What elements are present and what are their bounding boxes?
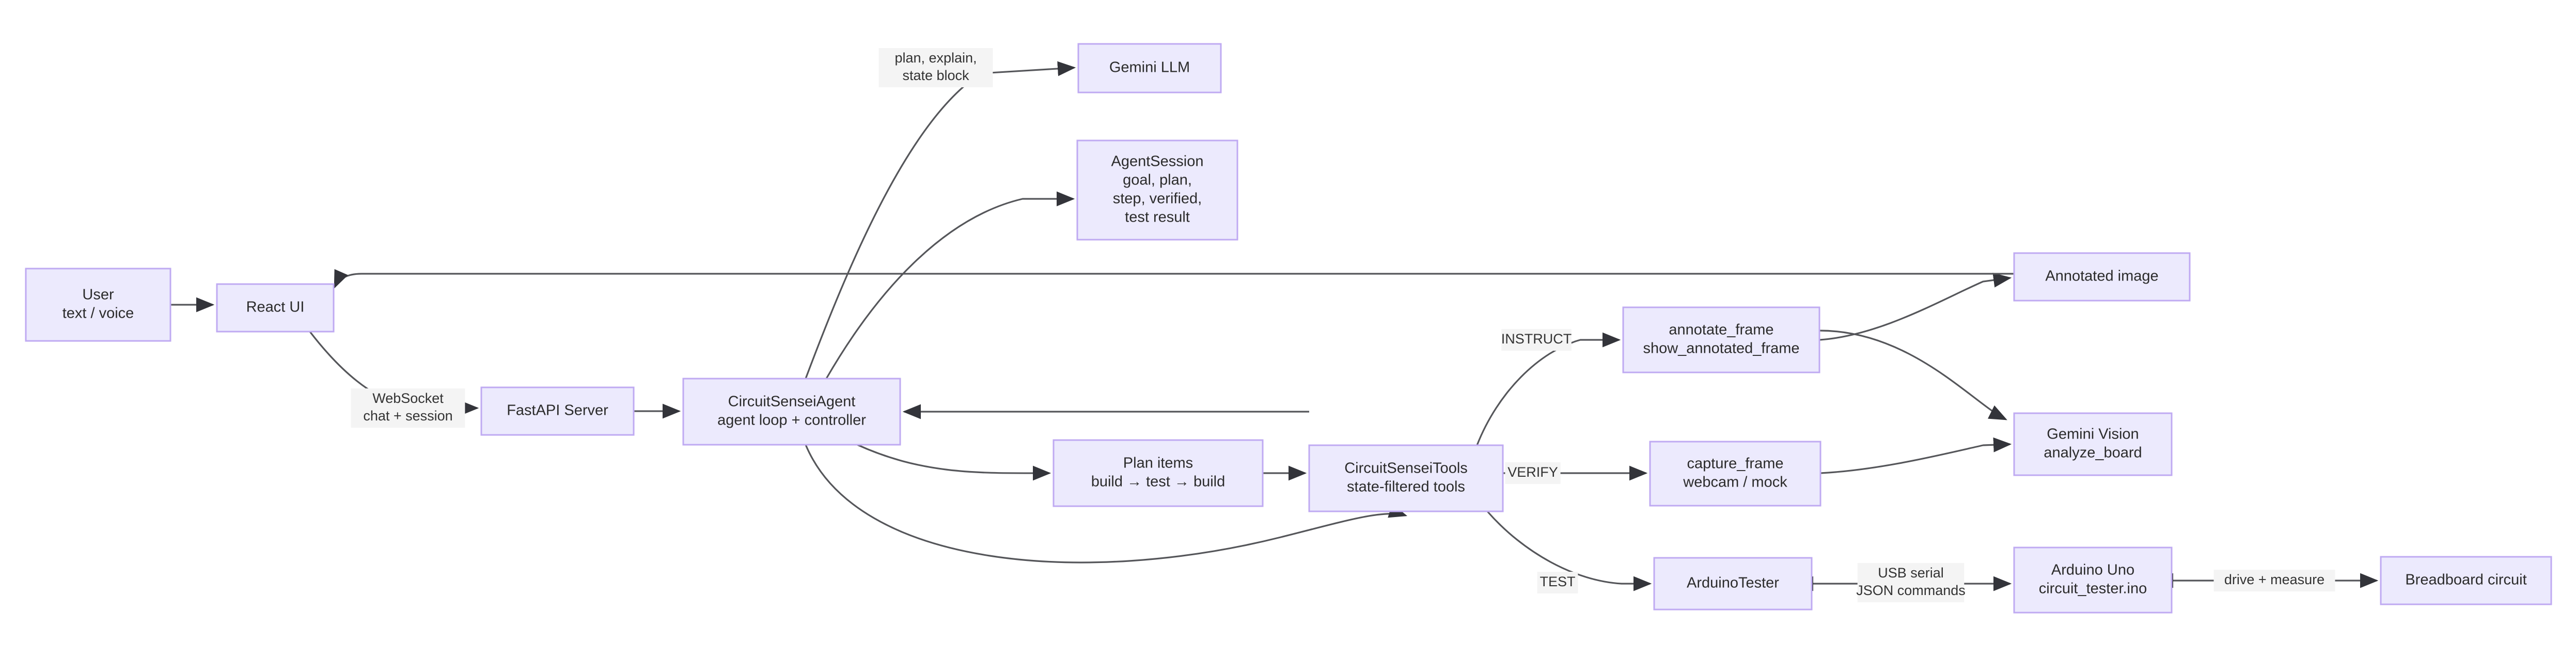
node-annotated_img[interactable]: Annotated image: [2013, 252, 2191, 302]
edge-label-line: chat + session: [363, 408, 452, 424]
node-box: [682, 378, 901, 446]
edge-annotate-gemini-vision: [1819, 330, 2007, 420]
node-label-line: ArduinoTester: [1687, 575, 1779, 591]
edge-label-line: WebSocket: [372, 390, 444, 406]
edge-label-line: TEST: [1540, 574, 1575, 589]
edge-agent-tools: [805, 444, 1408, 564]
node-label-line: CircuitSenseiTools: [1344, 460, 1468, 477]
edge-label-backdrop: [1501, 329, 1572, 351]
node-label-line: capture_frame: [1687, 456, 1784, 472]
node-box: [1653, 557, 1813, 611]
edge-label-backdrop: [1505, 462, 1561, 484]
node-label-line: circuit_tester.ino: [2039, 581, 2147, 597]
edge-label-uno-breadboard: drive + measure: [2213, 570, 2335, 591]
edge-labels-layer: WebSocket chat + session plan, explain, sta…: [351, 48, 2335, 602]
node-label-line: CircuitSenseiAgent: [728, 394, 856, 410]
node-box: [1076, 139, 1238, 241]
node-label-line: React UI: [246, 299, 305, 316]
node-box: [2013, 412, 2173, 476]
node-label-line: analyze_board: [2044, 445, 2142, 461]
node-box: [2380, 556, 2552, 605]
edge-capture-gemini-vision: [1820, 437, 2012, 474]
edge-label-tools-annotate: INSTRUCT: [1501, 329, 1572, 351]
edge-agent-gemini-llm: [805, 61, 1076, 379]
node-agent[interactable]: CircuitSenseiAgent agent loop + controlle…: [682, 378, 901, 446]
edge-label-line: INSTRUCT: [1501, 331, 1572, 347]
node-label-line: webcam / mock: [1683, 474, 1787, 491]
node-label-line: User: [82, 287, 114, 303]
node-label-line: Gemini LLM: [1109, 59, 1190, 76]
node-box: [1077, 43, 1222, 93]
node-box: [216, 283, 335, 333]
edge-tools-annotate: [1476, 332, 1621, 446]
node-tools[interactable]: CircuitSenseiTools state-filtered tools: [1308, 444, 1504, 512]
node-label-line: Breadboard circuit: [2405, 572, 2526, 588]
node-react_ui[interactable]: React UI: [216, 283, 335, 333]
node-arduino_uno[interactable]: Arduino Uno circuit_tester.ino: [2013, 546, 2173, 614]
node-label-line: build → test → build: [1091, 474, 1226, 490]
edge-label-backdrop: [351, 388, 465, 428]
node-box: [25, 268, 171, 342]
edge-tools-arduino-tester: [1486, 510, 1652, 591]
node-arduino_tester[interactable]: ArduinoTester: [1653, 557, 1813, 611]
edge-label-line: VERIFY: [1507, 464, 1558, 480]
node-box: [2013, 546, 2173, 614]
node-agent_session[interactable]: AgentSession goal, plan, step, verified, te…: [1076, 139, 1238, 241]
node-user[interactable]: User text / voice: [25, 268, 171, 342]
edge-annotate-annotated-img: [1819, 272, 2012, 341]
node-label-line: annotate_frame: [1669, 322, 1773, 338]
edge-label-backdrop: [2213, 570, 2335, 591]
node-box: [2013, 252, 2191, 302]
edge-label-line: drive + measure: [2224, 572, 2324, 587]
edges-layer: [170, 61, 2379, 591]
node-box: [1649, 441, 1821, 507]
node-box: [1622, 306, 1820, 373]
node-plan_items[interactable]: Plan items build → test → build: [1053, 439, 1264, 507]
node-label-line: Arduino Uno: [2051, 562, 2134, 579]
node-fastapi[interactable]: FastAPI Server: [480, 386, 635, 436]
edge-label-line: plan, explain,: [894, 50, 977, 66]
node-label-line: goal, plan,: [1123, 172, 1192, 189]
edge-label-tools-capture: VERIFY: [1505, 462, 1561, 484]
node-label-line: Plan items: [1123, 455, 1193, 472]
node-annotate_frame[interactable]: annotate_frame show_annotated_frame: [1622, 306, 1820, 373]
node-box: [1308, 444, 1504, 512]
edge-label-line: state block: [902, 68, 969, 83]
edge-label-tools-arduino-tester: TEST: [1537, 572, 1578, 593]
edge-label-line: JSON commands: [1856, 583, 1966, 598]
edge-label-react-fastapi: WebSocket chat + session: [351, 388, 465, 428]
node-label-line: show_annotated_frame: [1643, 340, 1799, 357]
node-label-line: Gemini Vision: [2047, 426, 2139, 443]
node-box: [480, 386, 635, 436]
node-gemini_llm[interactable]: Gemini LLM: [1077, 43, 1222, 93]
edge-label-backdrop: [878, 48, 993, 87]
node-gemini_vision[interactable]: Gemini Vision analyze_board: [2013, 412, 2173, 476]
edge-label-line: USB serial: [1878, 565, 1944, 581]
edge-label-backdrop: [1857, 563, 1965, 602]
edge-agent-plan-items: [857, 444, 1051, 481]
node-breadboard[interactable]: Breadboard circuit: [2380, 556, 2552, 605]
node-box: [1053, 439, 1264, 507]
node-label-line: Annotated image: [2045, 268, 2158, 285]
node-label-line: step, verified,: [1113, 191, 1202, 207]
node-label-line: AgentSession: [1111, 153, 1204, 170]
node-label-line: test result: [1125, 209, 1190, 226]
node-label-line: agent loop + controller: [717, 412, 866, 429]
node-label-line: FastAPI Server: [507, 402, 608, 419]
edge-annotated-img-react: [334, 269, 2014, 289]
edge-agent-session: [825, 191, 1075, 379]
node-label-line: state-filtered tools: [1347, 479, 1465, 495]
node-label-line: text / voice: [62, 305, 134, 322]
edge-label-backdrop: [1537, 572, 1578, 593]
edge-label-agent-gemini-llm: plan, explain, state block: [878, 48, 993, 87]
